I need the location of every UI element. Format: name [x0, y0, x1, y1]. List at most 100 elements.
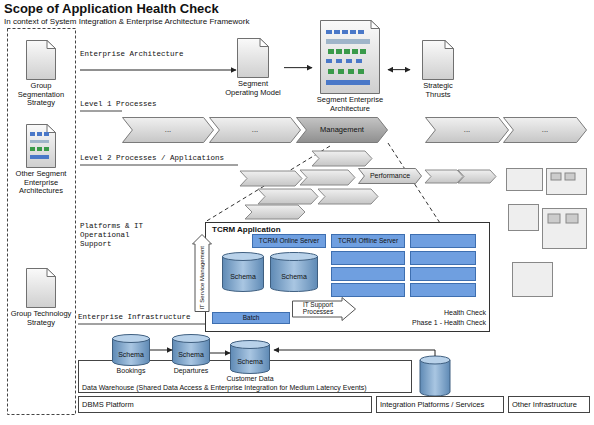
cylinder-top — [113, 335, 150, 343]
connector-arrow — [150, 350, 172, 351]
process-chevron: Management — [296, 117, 388, 143]
cylinder-body — [223, 256, 264, 292]
cylinder-top — [231, 341, 270, 349]
component-label: TCRM Online Server — [259, 238, 319, 245]
row-line — [80, 165, 238, 166]
document-label: Group Segmentation Strategy — [10, 82, 72, 108]
cylinder-top — [173, 335, 210, 343]
cylinder-caption: Bookings — [82, 367, 180, 374]
document-node: Strategic Thrusts — [410, 40, 466, 99]
document-fold — [47, 41, 56, 49]
row-label: Enterprise Architecture — [80, 50, 184, 58]
row-arrow — [80, 70, 236, 71]
row-label: Enterprise Infrastructure — [78, 313, 191, 321]
cylinder-shape — [270, 252, 318, 292]
small-systems — [507, 169, 587, 297]
document-outline — [423, 41, 454, 80]
document-icon — [422, 40, 454, 80]
band-label: Data Warehouse (Shared Data Access & Ent… — [82, 384, 367, 391]
component-label: Batch — [243, 315, 260, 322]
document-node: Group Segmentation Strategy — [10, 40, 72, 108]
document-label: Segment Operating Model — [222, 80, 284, 97]
chevron-label: ... — [209, 126, 301, 134]
integration-cylinder — [420, 356, 450, 396]
bar-label: DBMS Platform — [82, 397, 134, 412]
document-fold — [260, 39, 269, 47]
document-label: Group Technology Strategy — [10, 310, 72, 327]
document-icon — [26, 268, 56, 308]
database-cylinder: SchemaCustomer Data — [230, 340, 270, 374]
cylinder-label: Schema — [270, 260, 318, 292]
database-cylinder: Schema — [270, 252, 318, 292]
cylinder-shape — [172, 334, 210, 366]
cylinder-caption: Departures — [142, 367, 240, 374]
row-line — [80, 111, 122, 112]
process-chevron: ... — [122, 117, 214, 143]
process-arrow: IT Support Processes — [292, 297, 356, 321]
diagram-title: Scope of Application Health Check — [4, 1, 219, 16]
document-fold — [47, 269, 56, 277]
cylinder-shape — [230, 340, 270, 374]
service-arrow: IT Service Management — [192, 234, 212, 312]
cylinder-label: Schema — [112, 342, 150, 366]
document-label: Other Segment Enterprise Architectures — [10, 170, 72, 196]
platform-bar: DBMS Platform — [78, 396, 372, 413]
document-outline — [27, 125, 56, 168]
right-arrow-outline — [293, 298, 356, 321]
connector-arrow — [388, 69, 410, 70]
process-chevron: Performance — [358, 168, 422, 184]
component-box: TCRM Online Server — [252, 234, 326, 248]
row-label: Platforms & IT Operational Support — [80, 222, 156, 249]
document-node: Group Technology Strategy — [10, 268, 72, 327]
bar-label: Other Infrastructure — [512, 397, 577, 412]
document-icon — [320, 20, 380, 94]
component-box: TCRM Offline Server — [331, 234, 405, 248]
database-cylinder: Schema — [222, 252, 264, 292]
chevron-outline — [123, 118, 214, 143]
document-icon — [26, 40, 56, 80]
component-box: Batch — [212, 312, 290, 324]
database-cylinder: SchemaBookings — [112, 334, 150, 366]
arrow-label: IT Support Processes — [293, 301, 343, 317]
row-label: Level 2 Processes / Applications — [80, 154, 224, 162]
component-label: TCRM Offline Server — [338, 238, 398, 245]
cylinder-top — [223, 253, 264, 261]
platform-bar: Other Infrastructure — [508, 396, 590, 413]
document-fold — [445, 41, 454, 49]
box-title: TCRM Application — [212, 225, 281, 234]
chevron-label: Management — [296, 126, 388, 134]
cylinder-top — [271, 253, 318, 261]
subtitle: In context of System Integration & Enter… — [4, 17, 249, 26]
chevron-outline — [504, 118, 587, 143]
chevron-label: ... — [122, 126, 214, 134]
arrow-text-holder: IT Service Management — [195, 244, 209, 312]
chevron-outline — [210, 118, 301, 143]
cylinder-shape — [112, 334, 150, 366]
dashed-column — [8, 29, 76, 415]
chevron-outline — [426, 118, 509, 143]
document-node: Segment Operating Model — [222, 38, 284, 97]
platform-bar: Integration Platforms / Services — [376, 396, 504, 413]
process-chevron: ... — [503, 117, 587, 143]
document-fold — [47, 125, 56, 133]
arrow-label: IT Service Management — [199, 246, 205, 310]
up-arrow-outline — [193, 235, 212, 312]
document-icon — [237, 38, 269, 78]
bar-label: Integration Platforms / Services — [380, 397, 484, 412]
process-chevron: ... — [425, 117, 509, 143]
connector-arrow — [210, 353, 230, 354]
level2-chevrons — [240, 151, 496, 219]
document-outline — [27, 41, 56, 80]
cylinder-label: Schema — [222, 260, 264, 292]
chevron-label: ... — [425, 126, 509, 134]
chevron-label: ... — [503, 126, 587, 134]
document-outline — [321, 21, 380, 94]
chevron-outline — [297, 118, 388, 143]
phase-note: Phase 1 - Health Check — [380, 319, 486, 326]
integration-arrow — [274, 350, 435, 356]
document-node: Segment Enterprise Architecture — [312, 20, 388, 113]
document-icon — [26, 124, 56, 168]
cylinder-body — [271, 256, 318, 291]
cylinder-caption: Customer Data — [200, 375, 300, 382]
